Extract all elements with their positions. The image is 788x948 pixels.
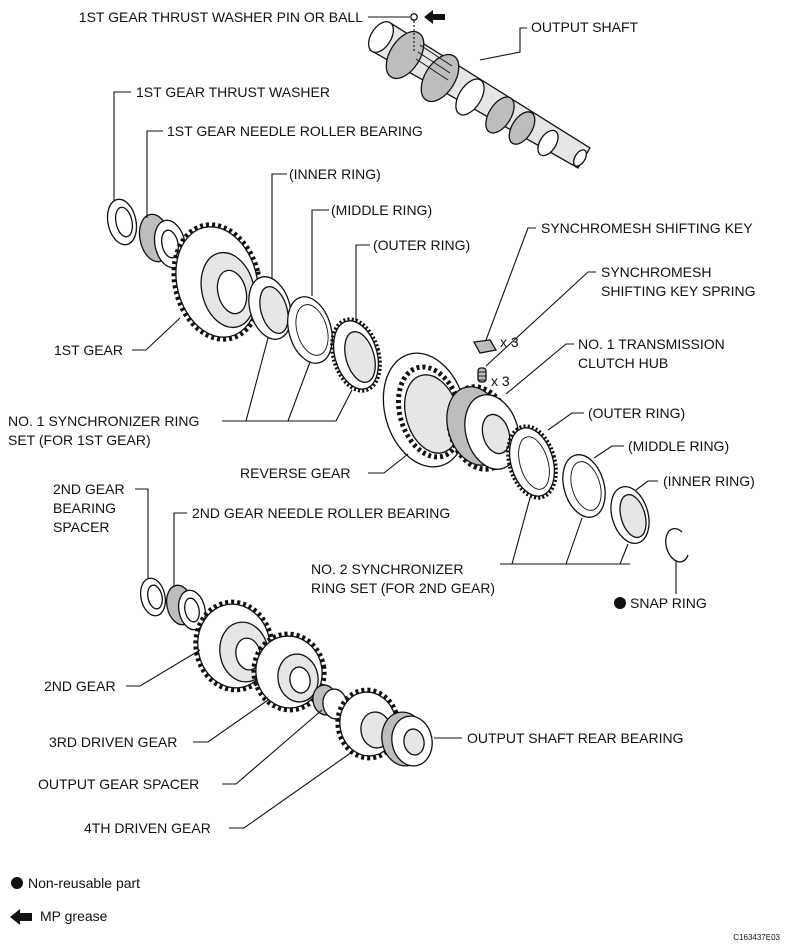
label-spacer-2nd-2: BEARING bbox=[53, 500, 116, 516]
mp-grease-arrow-icon bbox=[424, 10, 445, 24]
label-sync-set-2-2: RING SET (FOR 2ND GEAR) bbox=[311, 580, 495, 596]
label-middle-ring-2: (MIDDLE RING) bbox=[628, 438, 729, 454]
inner-ring-1-drawing bbox=[248, 276, 292, 340]
legend-mp-grease-label: MP grease bbox=[40, 908, 108, 924]
clutch-hub-drawing bbox=[446, 384, 520, 472]
label-gear-1st: 1ST GEAR bbox=[54, 342, 123, 358]
label-key-spring-2: SHIFTING KEY SPRING bbox=[601, 283, 756, 299]
label-sync-set-2-1: NO. 2 SYNCHRONIZER bbox=[311, 561, 463, 577]
spacer-2nd-drawing bbox=[139, 577, 167, 617]
needle-bearing-2-drawing bbox=[165, 584, 207, 631]
label-outer-ring-2: (OUTER RING) bbox=[588, 405, 685, 421]
label-clutch-hub-2: CLUTCH HUB bbox=[578, 355, 668, 371]
leader-lines bbox=[113, 16, 677, 829]
label-qty-key: x 3 bbox=[500, 334, 519, 350]
label-clutch-hub-1: NO. 1 TRANSMISSION bbox=[578, 336, 725, 352]
label-output-gear-spacer: OUTPUT GEAR SPACER bbox=[38, 776, 199, 792]
snap-ring-drawing bbox=[665, 527, 689, 563]
label-reverse-gear: REVERSE GEAR bbox=[240, 465, 350, 481]
label-inner-ring-2: (INNER RING) bbox=[663, 473, 755, 489]
label-gear-2nd: 2ND GEAR bbox=[44, 678, 116, 694]
part-labels: 1ST GEAR THRUST WASHER PIN OR BALL OUTPU… bbox=[8, 9, 756, 836]
inner-ring-2-drawing bbox=[610, 486, 650, 544]
legend: Non-reusable part MP grease bbox=[10, 875, 140, 925]
thrust-washer-pin-drawing bbox=[410, 13, 418, 21]
label-spacer-2nd-3: SPACER bbox=[53, 519, 110, 535]
key-spring-drawing bbox=[477, 367, 487, 383]
label-sync-set-1-1: NO. 1 SYNCHRONIZER RING bbox=[8, 413, 199, 429]
label-snap-ring: SNAP RING bbox=[630, 595, 707, 611]
output-shaft-drawing bbox=[367, 20, 591, 169]
label-needle-bearing-2: 2ND GEAR NEEDLE ROLLER BEARING bbox=[192, 505, 450, 521]
middle-ring-2-drawing bbox=[562, 454, 606, 518]
label-qty-spring: x 3 bbox=[491, 373, 510, 389]
rear-bearing-drawing bbox=[381, 711, 433, 767]
legend-non-reusable-dot-icon bbox=[11, 877, 23, 889]
label-output-shaft: OUTPUT SHAFT bbox=[531, 19, 639, 35]
thrust-washer-drawing bbox=[106, 198, 138, 246]
label-middle-ring-1: (MIDDLE RING) bbox=[331, 202, 432, 218]
label-gear-3rd-driven: 3RD DRIVEN GEAR bbox=[49, 734, 177, 750]
label-needle-bearing-1: 1ST GEAR NEEDLE ROLLER BEARING bbox=[167, 123, 423, 139]
legend-mp-grease-arrow-icon bbox=[10, 909, 32, 925]
label-outer-ring-1: (OUTER RING) bbox=[373, 237, 470, 253]
label-inner-ring-1: (INNER RING) bbox=[289, 166, 381, 182]
legend-non-reusable-label: Non-reusable part bbox=[28, 875, 140, 891]
outer-ring-2-drawing bbox=[506, 424, 558, 500]
label-rear-bearing: OUTPUT SHAFT REAR BEARING bbox=[467, 730, 684, 746]
middle-ring-1-drawing bbox=[287, 296, 333, 364]
gear-3rd-driven-drawing bbox=[251, 631, 327, 713]
label-gear-4th-driven: 4TH DRIVEN GEAR bbox=[84, 820, 211, 836]
label-shifting-key: SYNCHROMESH SHIFTING KEY bbox=[541, 220, 753, 236]
figure-code: C163437E03 bbox=[733, 933, 780, 942]
outer-ring-1-drawing bbox=[330, 317, 382, 393]
reverse-gear-drawing bbox=[382, 352, 468, 468]
non-reusable-dot-icon bbox=[614, 597, 626, 609]
label-sync-set-1-2: SET (FOR 1ST GEAR) bbox=[8, 432, 151, 448]
label-key-spring-1: SYNCHROMESH bbox=[601, 264, 711, 280]
label-thrust-washer: 1ST GEAR THRUST WASHER bbox=[136, 84, 330, 100]
shifting-key-drawing bbox=[472, 339, 498, 354]
label-spacer-2nd-1: 2ND GEAR bbox=[53, 481, 125, 497]
label-thrust-washer-pin: 1ST GEAR THRUST WASHER PIN OR BALL bbox=[79, 9, 363, 25]
